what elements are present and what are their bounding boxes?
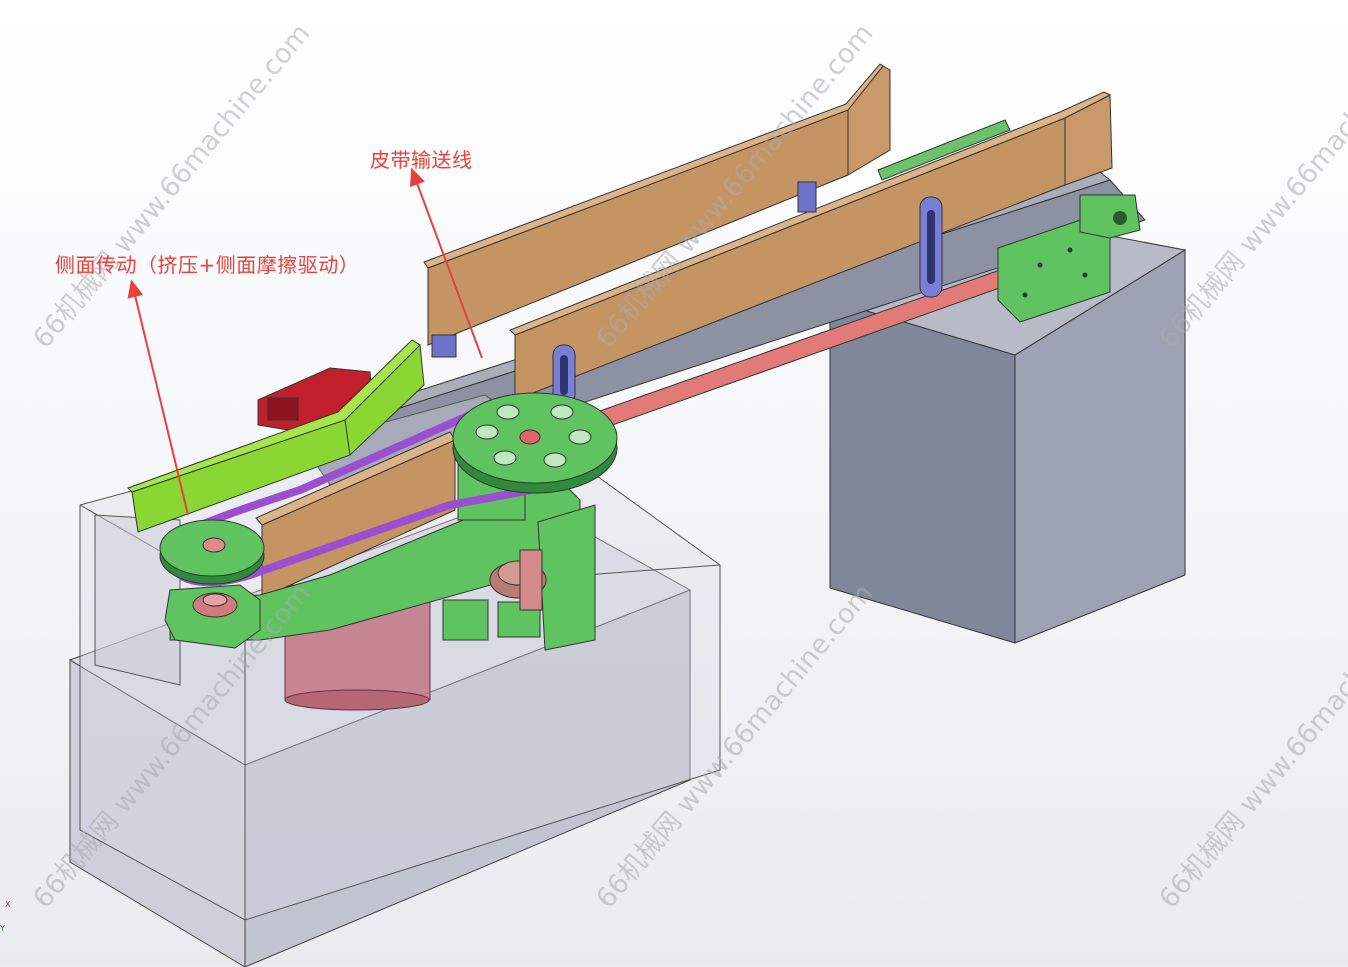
conveyor-arrow (409, 167, 483, 359)
side-drive-arrow (127, 279, 189, 516)
small-drive-pulley (159, 519, 265, 585)
front-guide-rail (509, 91, 1113, 401)
left-bearing-housing (164, 584, 261, 649)
side-drive-label: 侧面传动（挤压+侧面摩擦驱动） (55, 253, 360, 277)
motor-mount-bracket (257, 367, 373, 433)
side-squeeze-guide (127, 339, 425, 533)
end-mounting-plate (997, 194, 1141, 323)
bevel-gear-set (489, 549, 547, 611)
back-guide-rail (423, 63, 891, 346)
axis-y-label: Y (0, 924, 5, 933)
blue-slot-brackets (431, 181, 943, 406)
conveyor-label: 皮带输送线 (370, 148, 473, 172)
axis-triad: X Y (0, 900, 14, 940)
back-green-strip (877, 119, 1011, 181)
axis-x-label: X (5, 900, 11, 909)
large-drive-pulley (452, 392, 618, 494)
